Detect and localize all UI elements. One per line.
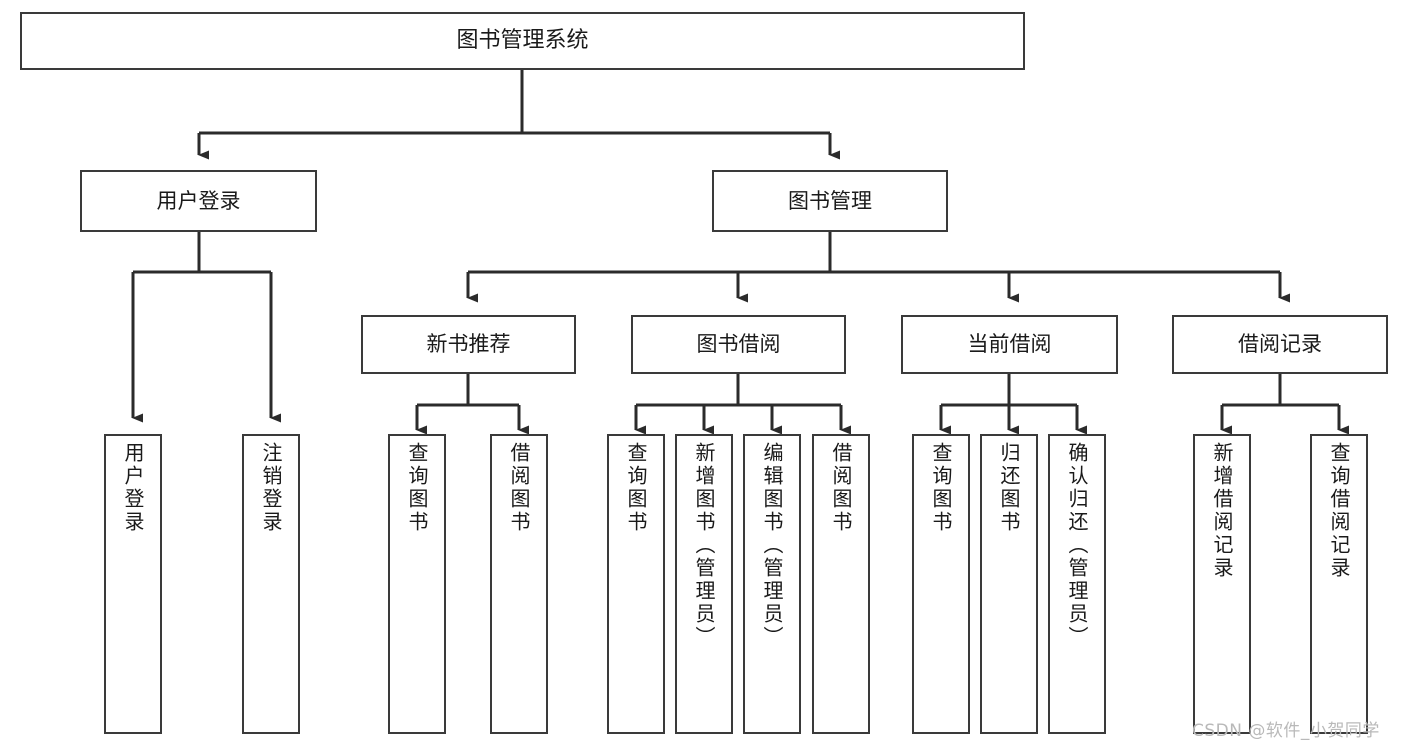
node-leaf-user-login-label: 用户登录 xyxy=(121,442,145,534)
node-leaf-borrow-book-1[interactable]: 借阅图书 xyxy=(490,434,548,734)
node-leaf-user-login[interactable]: 用户登录 xyxy=(104,434,162,734)
node-borrow-record-label: 借阅记录 xyxy=(1238,332,1322,357)
node-new-book-recommend[interactable]: 新书推荐 xyxy=(361,315,576,374)
node-leaf-query-record[interactable]: 查询借阅记录 xyxy=(1310,434,1368,734)
node-leaf-query-book-2[interactable]: 查询图书 xyxy=(607,434,665,734)
node-leaf-return-book[interactable]: 归还图书 xyxy=(980,434,1038,734)
node-leaf-query-book-3-label: 查询图书 xyxy=(929,442,953,534)
node-root[interactable]: 图书管理系统 xyxy=(20,12,1025,70)
node-leaf-confirm-return-label: 确认归还（管理员） xyxy=(1065,442,1089,649)
node-leaf-logout-login[interactable]: 注销登录 xyxy=(242,434,300,734)
node-current-borrow-label: 当前借阅 xyxy=(967,332,1052,357)
node-root-label: 图书管理系统 xyxy=(456,28,589,54)
node-leaf-edit-book-label: 编辑图书（管理员） xyxy=(760,442,784,649)
node-book-borrow-label: 图书借阅 xyxy=(696,332,781,357)
node-leaf-query-book-2-label: 查询图书 xyxy=(624,442,648,534)
node-leaf-edit-book[interactable]: 编辑图书（管理员） xyxy=(743,434,801,734)
node-leaf-confirm-return[interactable]: 确认归还（管理员） xyxy=(1048,434,1106,734)
node-user-login[interactable]: 用户登录 xyxy=(80,170,317,232)
node-leaf-query-book-1-label: 查询图书 xyxy=(405,442,429,534)
node-borrow-record[interactable]: 借阅记录 xyxy=(1172,315,1388,374)
node-leaf-add-book-label: 新增图书（管理员） xyxy=(692,442,716,649)
node-leaf-add-record[interactable]: 新增借阅记录 xyxy=(1193,434,1251,734)
node-leaf-add-record-label: 新增借阅记录 xyxy=(1210,442,1234,580)
node-leaf-logout-login-label: 注销登录 xyxy=(259,442,283,534)
node-new-book-recommend-label: 新书推荐 xyxy=(426,332,511,357)
node-leaf-borrow-book-2-label: 借阅图书 xyxy=(829,442,853,534)
node-leaf-query-book-1[interactable]: 查询图书 xyxy=(388,434,446,734)
node-user-login-label: 用户登录 xyxy=(156,188,241,213)
node-leaf-query-book-3[interactable]: 查询图书 xyxy=(912,434,970,734)
node-book-manage-label: 图书管理 xyxy=(788,188,872,213)
node-leaf-add-book[interactable]: 新增图书（管理员） xyxy=(675,434,733,734)
node-book-borrow[interactable]: 图书借阅 xyxy=(631,315,846,374)
node-leaf-query-record-label: 查询借阅记录 xyxy=(1327,442,1351,580)
node-leaf-borrow-book-2[interactable]: 借阅图书 xyxy=(812,434,870,734)
node-current-borrow[interactable]: 当前借阅 xyxy=(901,315,1118,374)
csdn-watermark: CSDN @软件_小贺同学 xyxy=(1192,721,1380,741)
node-leaf-return-book-label: 归还图书 xyxy=(997,442,1021,534)
node-book-manage[interactable]: 图书管理 xyxy=(712,170,948,232)
node-leaf-borrow-book-1-label: 借阅图书 xyxy=(507,442,531,534)
